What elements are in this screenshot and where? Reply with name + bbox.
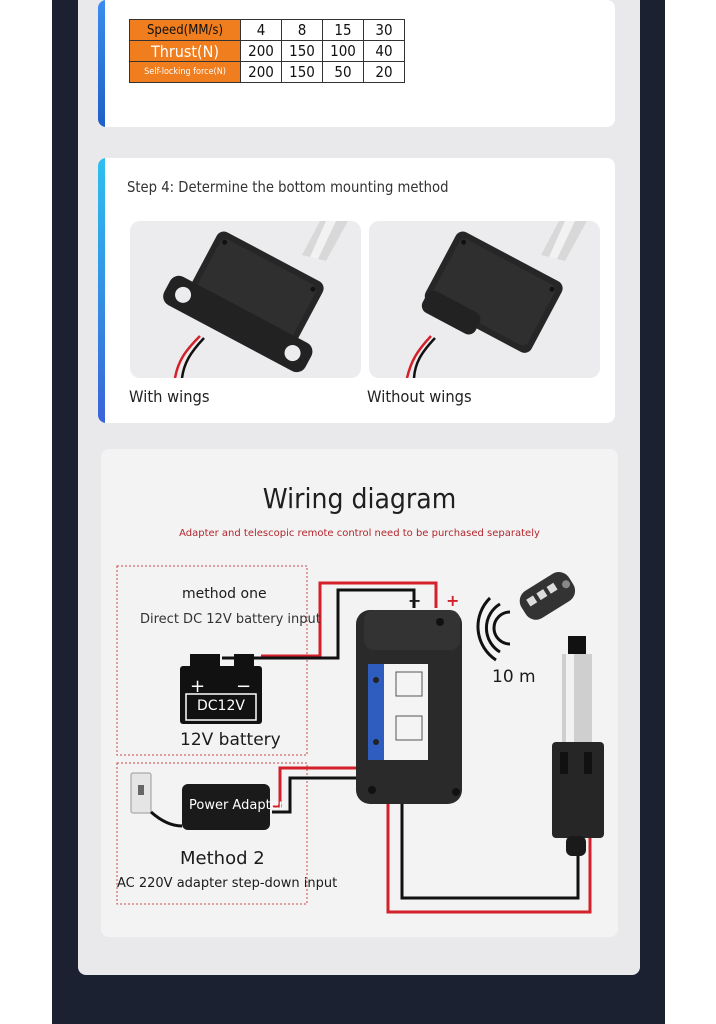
power-adapter-icon — [182, 784, 270, 830]
card-accent-bar — [98, 0, 105, 127]
option-without-wings-label: Without wings — [367, 387, 472, 406]
wiring-note: Adapter and telescopic remote control ne… — [179, 528, 540, 539]
table-row: Speed(MM/s) 4 8 15 30 — [129, 19, 405, 41]
table-cell: 40 — [363, 40, 405, 62]
method2-desc: AC 220V adapter step-down input — [117, 876, 338, 891]
minus-terminal-label: − — [408, 591, 422, 610]
wire-black-battery — [222, 588, 416, 660]
svg-text:+: + — [190, 676, 205, 697]
option-with-wings-label: With wings — [129, 387, 210, 406]
remote-control-icon — [519, 572, 576, 620]
wire-black-adapter — [272, 776, 362, 814]
wire-black-actuator — [400, 800, 580, 900]
wireless-signal-icon — [476, 596, 511, 662]
row-label-thrust: Thrust(N) — [129, 40, 241, 62]
spec-table: Speed(MM/s) 4 8 15 30 Thrust(N) 200 150 … — [129, 19, 405, 83]
battery-caption: 12V battery — [180, 730, 281, 750]
table-cell: 50 — [322, 61, 364, 83]
wire-red-actuator — [386, 800, 592, 914]
method1-box — [116, 565, 308, 756]
table-row: Self-locking force(N) 200 150 50 20 — [129, 61, 405, 83]
wire-red-battery — [261, 581, 438, 658]
table-cell: 20 — [363, 61, 405, 83]
actuator-with-wings-image — [130, 221, 361, 378]
card-accent-bar — [98, 158, 105, 423]
method1-desc: Direct DC 12V battery input — [140, 612, 321, 627]
row-label-speed: Speed(MM/s) — [129, 19, 241, 41]
row-label-self-locking: Self-locking force(N) — [129, 61, 241, 83]
controller-box — [356, 610, 462, 804]
wireless-range-label: 10 m — [492, 667, 536, 687]
wall-outlet-icon — [130, 772, 183, 828]
plus-terminal-label: + — [446, 591, 460, 610]
table-cell: 150 — [281, 61, 323, 83]
wiring-title: Wiring diagram — [262, 482, 457, 515]
table-cell: 30 — [363, 19, 405, 41]
wire-red-adapter — [272, 766, 362, 808]
battery-label: DC12V — [197, 698, 245, 714]
method1-title: method one — [182, 586, 267, 602]
table-cell: 200 — [240, 61, 282, 83]
battery-icon: + − — [180, 654, 262, 724]
actuator-without-wings-image — [369, 221, 600, 378]
step4-title: Step 4: Determine the bottom mounting me… — [127, 178, 449, 196]
linear-actuator-icon — [552, 636, 604, 856]
svg-text:−: − — [236, 676, 251, 697]
method2-title: Method 2 — [180, 848, 265, 869]
adapter-label: Power Adapter — [189, 798, 285, 813]
method2-box — [116, 762, 308, 905]
table-cell: 150 — [281, 40, 323, 62]
